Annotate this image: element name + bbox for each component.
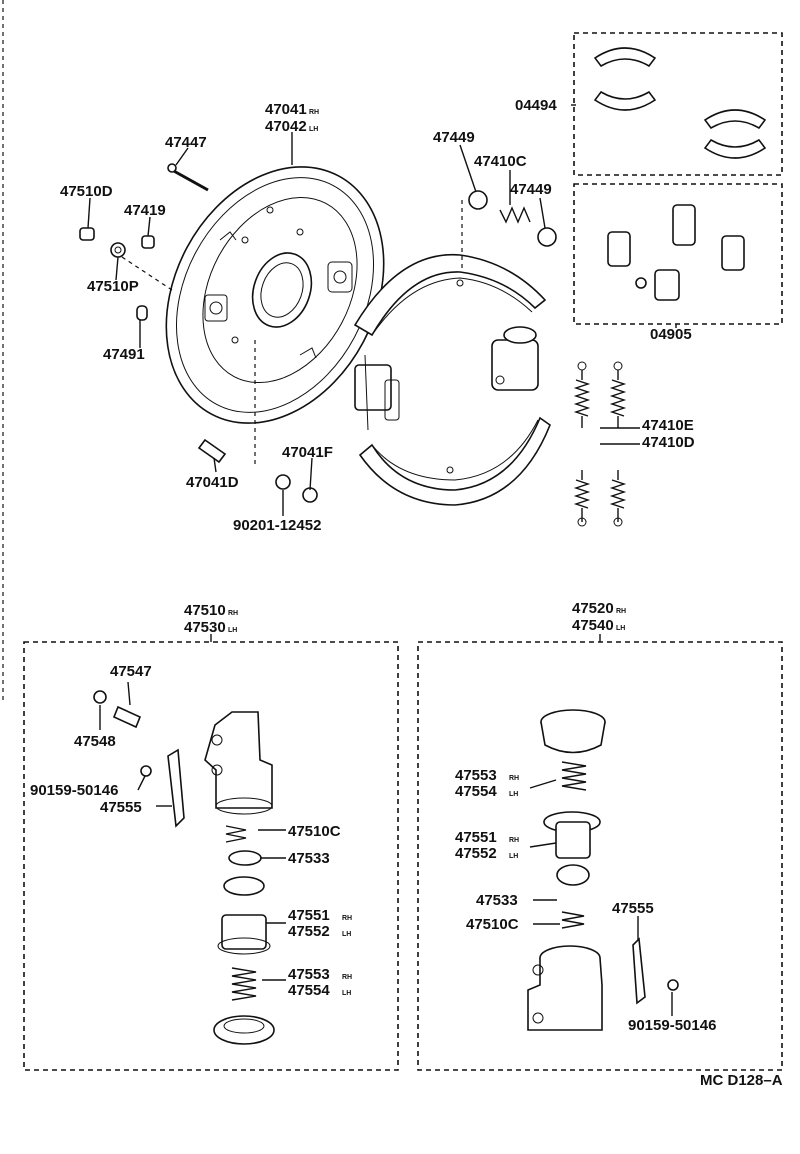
label-47510C-left: 47510C [288,823,341,840]
tag-lh: LH [509,791,518,798]
ring-left [223,876,265,896]
return-springs [573,361,627,527]
label-47449-lower: 47449 [510,181,552,198]
label-47041: 47041 [265,101,307,118]
adjuster-lever [354,354,400,431]
label-90159-50146-right: 90159-50146 [628,1017,716,1034]
tag-lh: LH [342,990,351,997]
boot-left [213,1015,275,1045]
label-47554-right: 47554 [455,783,497,800]
label-47491: 47491 [103,346,145,363]
spring-left [225,825,247,843]
piston-right [543,811,601,859]
tag-lh: LH [342,931,351,938]
cup-right [556,864,590,886]
bracket-left [167,748,185,828]
tag-lh: LH [228,627,237,634]
label-47041D: 47041D [186,474,239,491]
tag-rh: RH [616,608,626,615]
repair-kit-box [573,183,783,325]
brake-shoe-lower [358,416,551,506]
label-47555-left: 47555 [100,799,142,816]
label-04494: 04494 [515,97,557,114]
label-47520: 47520 [572,600,614,617]
label-47447: 47447 [165,134,207,151]
label-47555-right: 47555 [612,900,654,917]
wheel-cylinder-body-left [204,711,273,815]
bolt-left [140,765,152,777]
tag-rh: RH [509,775,519,782]
tag-rh: RH [342,974,352,981]
screw-left [231,967,257,1001]
bracket-right [632,937,646,1005]
label-47552-right: 47552 [455,845,497,862]
cup-left [228,850,262,866]
label-47410E: 47410E [642,417,694,434]
label-47548: 47548 [74,733,116,750]
tag-rh: RH [342,915,352,922]
diagram-code: MC D128–A [700,1072,783,1089]
small-hardware [79,163,557,503]
label-47419: 47419 [124,202,166,219]
brake-shoe-upper [353,253,547,337]
label-04905: 04905 [650,326,692,343]
bolt-right [667,979,679,991]
label-90159-50146-left: 90159-50146 [30,782,118,799]
shoe-kit-box [573,32,783,176]
spring-right [561,911,585,929]
tag-rh: RH [509,837,519,844]
label-47510P: 47510P [87,278,139,295]
tag-lh: LH [309,126,318,133]
label-47510: 47510 [184,602,226,619]
label-47410D: 47410D [642,434,695,451]
label-47041F: 47041F [282,444,333,461]
label-90201-12452: 90201-12452 [233,517,321,534]
label-47551-right: 47551 [455,829,497,846]
label-47510D: 47510D [60,183,113,200]
label-47554-left: 47554 [288,982,330,999]
screw-right [561,761,587,791]
repair-kit-parts [607,204,745,301]
bleeder-screw-left [93,690,142,729]
label-47553-left: 47553 [288,966,330,983]
leader-lines [87,104,677,1016]
label-47551-left: 47551 [288,907,330,924]
label-47553-right: 47553 [455,767,497,784]
label-47449-upper: 47449 [433,129,475,146]
tag-lh: LH [616,625,625,632]
label-47540: 47540 [572,617,614,634]
tag-rh: RH [228,610,238,617]
piston-left [217,914,271,955]
label-47042: 47042 [265,118,307,135]
label-47552-left: 47552 [288,923,330,940]
label-47533-left: 47533 [288,850,330,867]
boot-right [540,709,606,754]
label-47530: 47530 [184,619,226,636]
tag-lh: LH [509,853,518,860]
tag-rh: RH [309,109,319,116]
shoe-kit-parts [593,47,767,159]
label-47533-right: 47533 [476,892,518,909]
label-47510C-right: 47510C [466,916,519,933]
wheel-cylinder-top [491,326,539,391]
wheel-cylinder-rh-box [23,641,399,1071]
backing-plate [165,166,385,424]
label-47547: 47547 [110,663,152,680]
wheel-cylinder-body-right [527,945,603,1031]
label-47410C: 47410C [474,153,527,170]
